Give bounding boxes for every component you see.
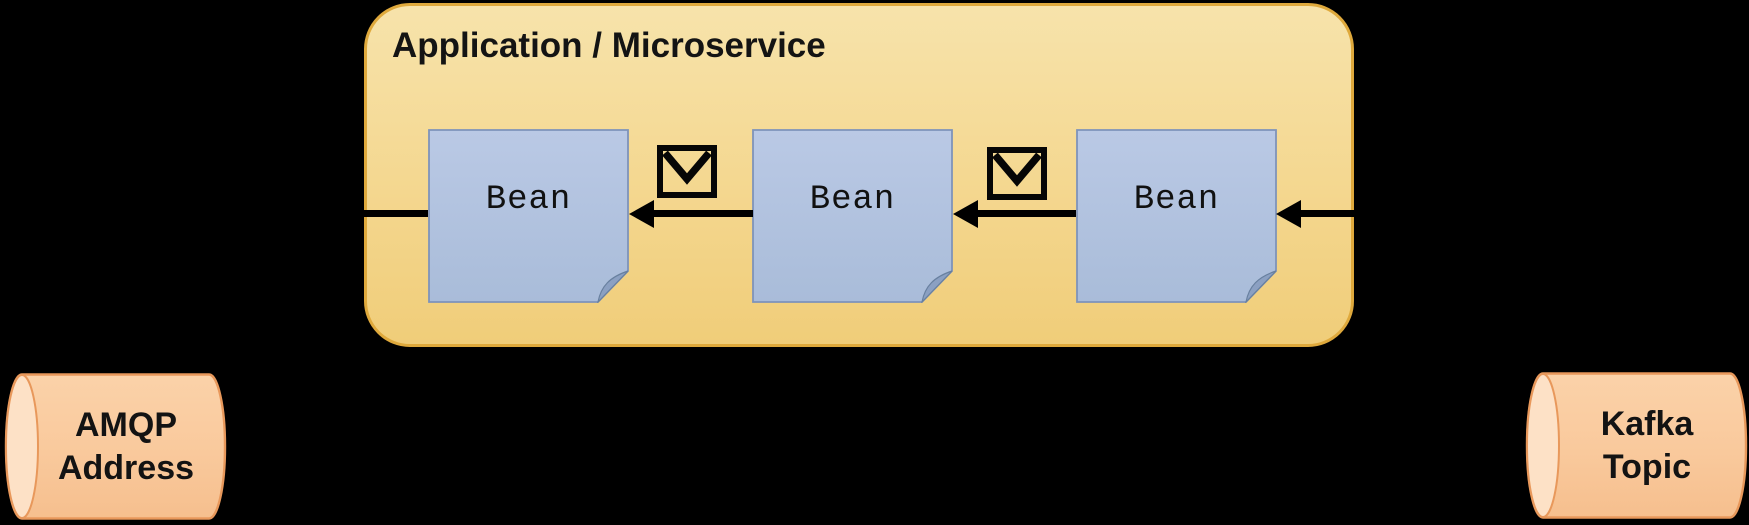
application-title: Application / Microservice	[392, 26, 826, 65]
amqp-address-cylinder: AMQP Address	[3, 373, 227, 520]
envelope-icon	[657, 145, 717, 198]
arrow-line-bean2-to-bean1	[651, 210, 753, 217]
arrowhead-left-icon	[953, 200, 978, 228]
folded-note-shape	[752, 129, 953, 303]
label-line: Kafka	[1600, 404, 1694, 443]
folded-note-shape	[1076, 129, 1277, 303]
bean-label: Bean	[1133, 181, 1220, 219]
cylinder-shape	[4, 373, 227, 520]
bean-node-3: Bean	[1076, 129, 1277, 303]
cylinder-shape	[1525, 372, 1748, 519]
kafka-topic-label: Kafka Topic	[1524, 372, 1748, 519]
arrow-line-to-amqp	[282, 210, 428, 217]
arrow-line-from-kafka	[1299, 210, 1459, 217]
arrowhead-left-icon	[1276, 200, 1301, 228]
bean-node-1: Bean	[428, 129, 629, 303]
label-line: Topic	[1602, 447, 1692, 486]
bean-node-2: Bean	[752, 129, 953, 303]
arrow-line-bean3-to-bean2	[975, 210, 1076, 217]
label-line: AMQP	[75, 405, 177, 444]
envelope-icon	[987, 147, 1047, 200]
amqp-address-label: AMQP Address	[3, 373, 227, 520]
bean-label: Bean	[809, 181, 896, 219]
folded-note-shape	[428, 129, 629, 303]
kafka-topic-cylinder: Kafka Topic	[1524, 372, 1748, 519]
bean-label: Bean	[485, 181, 572, 219]
arrowhead-left-icon	[629, 200, 654, 228]
label-line: Address	[57, 448, 195, 487]
